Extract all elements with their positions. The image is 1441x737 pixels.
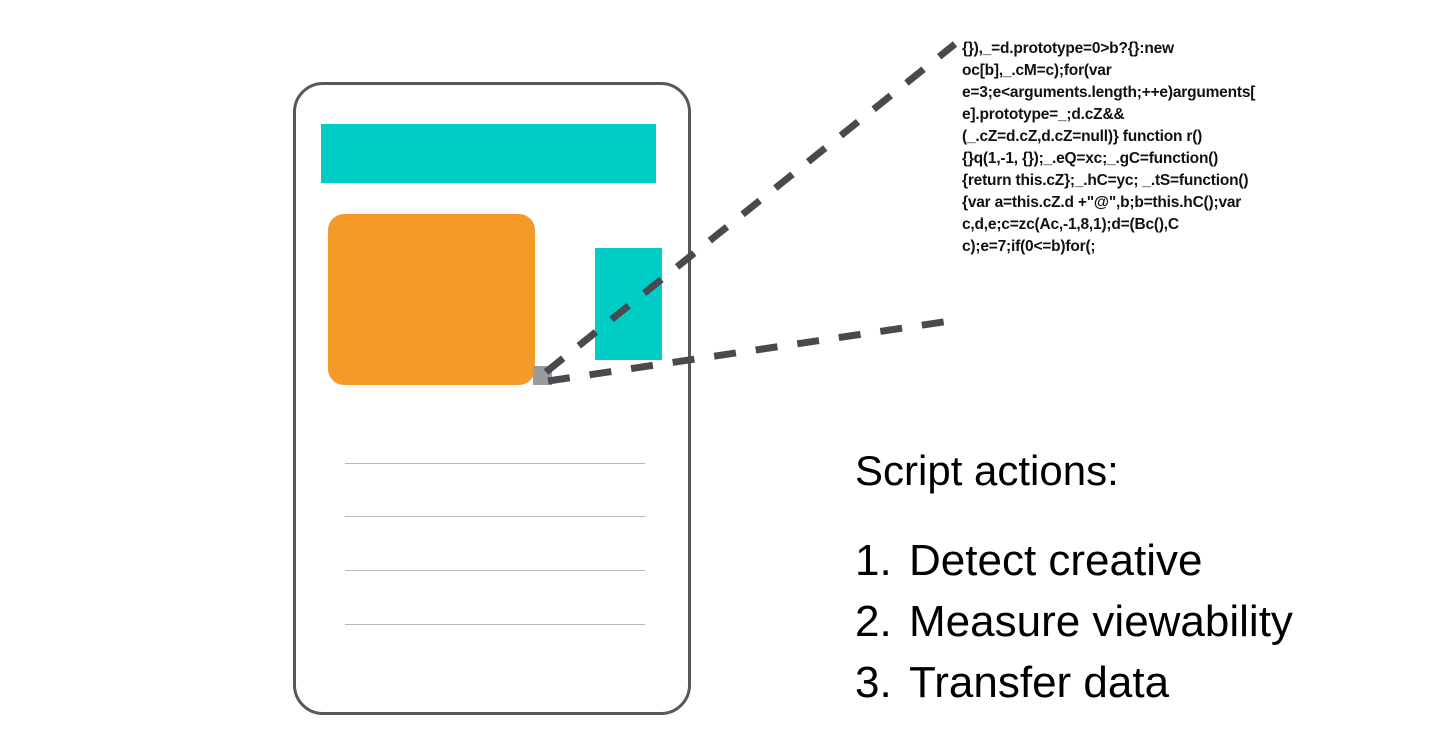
script-action-label: Transfer data	[909, 658, 1170, 707]
script-action-label: Measure viewability	[909, 597, 1293, 646]
script-action-label: Detect creative	[909, 536, 1203, 585]
script-action-number: 3.	[855, 658, 892, 707]
tracking-script-snippet: {}),_=d.prototype=0>b?{}:new oc[b],_.cM=…	[962, 40, 1256, 255]
side-creative-block	[595, 248, 662, 360]
content-line	[345, 516, 645, 517]
content-text-lines	[345, 455, 645, 635]
script-action-number: 2.	[855, 597, 892, 646]
script-actions-section: Script actions: 1. Detect creative 2. Meas…	[855, 446, 1395, 713]
content-line	[345, 570, 645, 571]
script-action-item: 2. Measure viewability	[855, 591, 1395, 652]
script-action-item: 3. Transfer data	[855, 652, 1395, 713]
script-actions-title: Script actions:	[855, 447, 1119, 494]
script-action-number: 1.	[855, 536, 892, 585]
script-action-item: 1. Detect creative	[855, 530, 1395, 591]
tracking-pixel-marker	[533, 366, 552, 385]
main-creative-block	[328, 214, 535, 385]
content-line	[345, 463, 645, 464]
banner-creative-block	[321, 124, 656, 183]
script-actions-list: 1.Detect creative 2.Measure viewability …	[855, 530, 1395, 713]
content-line	[345, 624, 645, 625]
